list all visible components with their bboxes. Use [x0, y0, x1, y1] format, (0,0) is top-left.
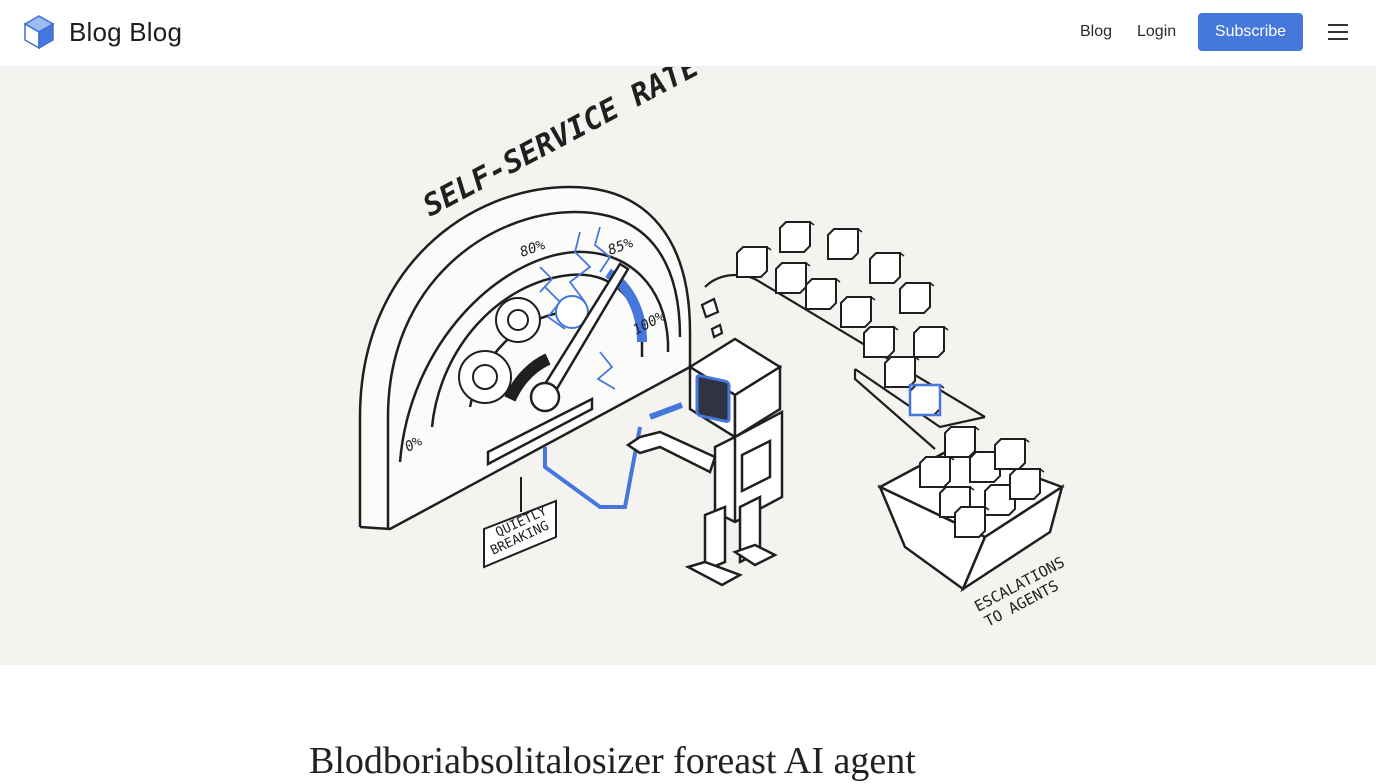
hero-svg: SELF-SERVICE RATE	[358, 67, 1068, 631]
site-header: Blog Blog Blog Login Subscribe	[0, 0, 1376, 67]
site-brand[interactable]: Blog Blog	[69, 17, 183, 47]
escalation-bin	[877, 425, 1065, 593]
hamburger-menu-icon[interactable]	[1326, 20, 1350, 44]
article-title: Blodboriabsolitalosizer foreast AI agent	[309, 740, 916, 782]
gauge	[358, 185, 692, 531]
cube-logo-icon[interactable]	[22, 14, 56, 50]
gauge-needle	[529, 262, 630, 413]
crack-lines	[539, 226, 616, 390]
subscribe-button[interactable]: Subscribe	[1198, 13, 1303, 51]
gear-icons	[458, 295, 589, 404]
robot-cable	[543, 426, 642, 509]
robot	[625, 337, 784, 587]
quietly-breaking-sign: QUIETLY BREAKING	[483, 477, 557, 569]
nav-login-link[interactable]: Login	[1137, 23, 1177, 40]
gauge-label-0: 0%	[402, 433, 425, 455]
ticket-chute	[700, 273, 986, 450]
nav-blog-link[interactable]: Blog	[1080, 23, 1113, 40]
hero-illustration: SELF-SERVICE RATE	[0, 67, 1376, 665]
ticket-cards	[736, 221, 949, 417]
